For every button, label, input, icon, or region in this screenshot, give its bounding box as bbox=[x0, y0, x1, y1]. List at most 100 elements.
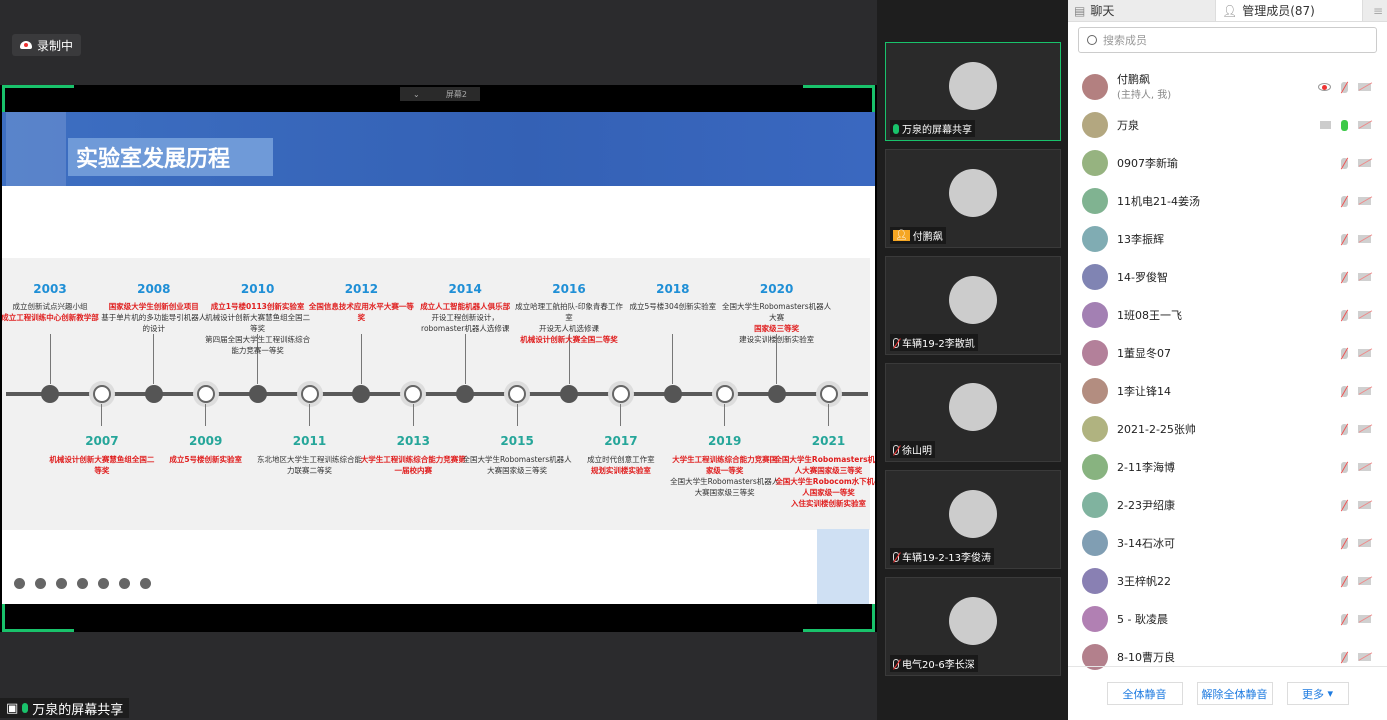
member-item[interactable]: 付鹏飙(主持人, 我) bbox=[1068, 68, 1387, 106]
timeline-arrow bbox=[464, 334, 466, 384]
member-item[interactable]: 1董显冬07 bbox=[1068, 334, 1387, 372]
timeline-event: 全国大学生Robomasters机器人大赛国家级三等奖全国大学生Robocom水… bbox=[774, 454, 875, 509]
mic-muted-icon bbox=[893, 551, 899, 562]
member-item[interactable]: 3-14石冰可 bbox=[1068, 524, 1387, 562]
timeline-node bbox=[144, 385, 163, 403]
member-name: 3王梓帆22 bbox=[1117, 574, 1171, 588]
mic-muted-icon[interactable] bbox=[1341, 499, 1348, 511]
pen-icon[interactable] bbox=[56, 578, 67, 589]
camera-off-icon[interactable] bbox=[1358, 653, 1371, 661]
mic-muted-icon[interactable] bbox=[1341, 613, 1348, 625]
avatar bbox=[1082, 606, 1108, 632]
member-name: 11机电21-4姜汤 bbox=[1117, 194, 1200, 208]
mic-muted-icon[interactable] bbox=[1341, 385, 1348, 397]
mic-muted-icon[interactable] bbox=[1341, 423, 1348, 435]
camera-off-icon[interactable] bbox=[1358, 615, 1371, 623]
camera-off-icon[interactable] bbox=[1358, 387, 1371, 395]
mic-muted-icon[interactable] bbox=[1341, 347, 1348, 359]
mic-muted-icon[interactable] bbox=[1341, 537, 1348, 549]
member-item[interactable]: 2-23尹绍康 bbox=[1068, 486, 1387, 524]
timeline-year: 2019 bbox=[707, 434, 742, 448]
member-item[interactable]: 5 - 耿凌晨 bbox=[1068, 600, 1387, 638]
mic-muted-icon[interactable] bbox=[1341, 575, 1348, 587]
member-name: 8-10曹万良 bbox=[1117, 650, 1175, 664]
camera-off-icon[interactable] bbox=[1358, 197, 1371, 205]
video-tile[interactable]: 车辆19-2-13李俊涛 bbox=[885, 470, 1061, 569]
mic-muted-icon[interactable] bbox=[1341, 309, 1348, 321]
zoom-icon[interactable] bbox=[77, 578, 88, 589]
recording-indicator[interactable]: 录制中 bbox=[12, 34, 82, 56]
camera-off-icon[interactable] bbox=[1358, 501, 1371, 509]
camera-off-icon[interactable] bbox=[1358, 121, 1371, 129]
member-item[interactable]: 8-10曹万良 bbox=[1068, 638, 1387, 676]
video-tile[interactable]: 车辆19-2李散凯 bbox=[885, 256, 1061, 355]
video-tile[interactable]: 电气20-6李长深 bbox=[885, 577, 1061, 676]
camera-off-icon[interactable] bbox=[1358, 83, 1371, 91]
tab-chat[interactable]: ▤聊天 bbox=[1074, 3, 1115, 19]
timeline-arrow bbox=[724, 404, 726, 426]
timeline-arrow bbox=[568, 334, 570, 384]
mic-muted-icon[interactable] bbox=[1341, 81, 1348, 93]
member-name: 1班08王一飞 bbox=[1117, 308, 1182, 322]
search-input[interactable]: 搜索成员 bbox=[1078, 27, 1377, 53]
menu-icon[interactable]: ≡ bbox=[1372, 3, 1384, 18]
camera-off-icon[interactable] bbox=[1358, 159, 1371, 167]
camera-off-icon[interactable] bbox=[1358, 235, 1371, 243]
chevron-down-icon: ⌄ bbox=[413, 89, 420, 99]
mic-muted-icon[interactable] bbox=[1341, 651, 1348, 663]
video-tile[interactable]: 徐山明 bbox=[885, 363, 1061, 462]
timeline-year: 2007 bbox=[85, 434, 119, 448]
screen-selector[interactable]: ⌄屏幕2 bbox=[400, 87, 480, 101]
avatar bbox=[1082, 264, 1108, 290]
event-line: 全国大学生Robomasters机器人大赛国家级三等奖 bbox=[670, 477, 780, 497]
event-line: 基于单片机的多功能导引机器人的设计 bbox=[101, 313, 207, 333]
camera-off-icon[interactable] bbox=[1358, 425, 1371, 433]
member-item[interactable]: 14-罗俊智 bbox=[1068, 258, 1387, 296]
video-tile[interactable]: 万泉的屏幕共享 bbox=[885, 42, 1061, 141]
timeline-node bbox=[611, 385, 630, 403]
mic-muted-icon[interactable] bbox=[1341, 233, 1348, 245]
member-item[interactable]: 1班08王一飞 bbox=[1068, 296, 1387, 334]
member-item[interactable]: 2-11李海博 bbox=[1068, 448, 1387, 486]
more-icon[interactable] bbox=[140, 578, 151, 589]
camera-off-icon[interactable] bbox=[1358, 577, 1371, 585]
camera-icon[interactable] bbox=[98, 578, 109, 589]
avatar bbox=[1082, 644, 1108, 670]
timeline-event: 全国大学生Robomasters机器人大赛国家级三等奖建设实训楼创新实验室 bbox=[722, 301, 832, 345]
timeline-event: 东北地区大学生工程训练综合能力联赛二等奖 bbox=[255, 454, 365, 476]
tab-members[interactable]: 👤︎管理成员(87) bbox=[1215, 0, 1363, 21]
mic-muted-icon[interactable] bbox=[1341, 461, 1348, 473]
mic-muted-icon[interactable] bbox=[1341, 157, 1348, 169]
member-name: 付鹏飙 bbox=[1117, 73, 1150, 86]
camera-off-icon[interactable] bbox=[1358, 273, 1371, 281]
camera-off-icon[interactable] bbox=[1358, 539, 1371, 547]
more-button[interactable]: 更多 ▾ bbox=[1286, 682, 1349, 705]
member-item[interactable]: 13李振辉 bbox=[1068, 220, 1387, 258]
camera-off-icon[interactable] bbox=[1358, 349, 1371, 357]
mic-muted-icon[interactable] bbox=[1341, 195, 1348, 207]
event-line: 机械设计创新大赛慧鱼组全国二等奖 bbox=[49, 455, 155, 475]
event-line: 全国大学生Robocom水下机器人国家级一等奖 bbox=[775, 477, 875, 497]
prev-icon[interactable] bbox=[14, 578, 25, 589]
camera-off-icon[interactable] bbox=[1358, 463, 1371, 471]
member-item[interactable]: 11机电21-4姜汤 bbox=[1068, 182, 1387, 220]
mute-all-button[interactable]: 全体静音 bbox=[1106, 682, 1183, 705]
unmute-all-button[interactable]: 解除全体静音 bbox=[1196, 682, 1273, 705]
member-item[interactable]: 0907李新瑜 bbox=[1068, 144, 1387, 182]
participant-name: 万泉的屏幕共享 bbox=[902, 125, 972, 136]
camera-off-icon[interactable] bbox=[1358, 311, 1371, 319]
mic-muted-icon[interactable] bbox=[1341, 271, 1348, 283]
event-line: 国家级三等奖 bbox=[754, 324, 800, 333]
subtitle-icon[interactable] bbox=[119, 578, 130, 589]
member-item[interactable]: 1李让锋14 bbox=[1068, 372, 1387, 410]
member-item[interactable]: 万泉 bbox=[1068, 106, 1387, 144]
recording-label: 录制中 bbox=[37, 38, 74, 53]
video-tile[interactable]: 👤︎付鹏飙 bbox=[885, 149, 1061, 248]
member-item[interactable]: 3王梓帆22 bbox=[1068, 562, 1387, 600]
member-item[interactable]: 2021-2-25张帅 bbox=[1068, 410, 1387, 448]
timeline-arrow bbox=[205, 404, 207, 426]
mic-on-icon[interactable] bbox=[1341, 119, 1348, 131]
next-icon[interactable] bbox=[35, 578, 46, 589]
event-line: 开设工程创新设计， bbox=[431, 313, 499, 322]
